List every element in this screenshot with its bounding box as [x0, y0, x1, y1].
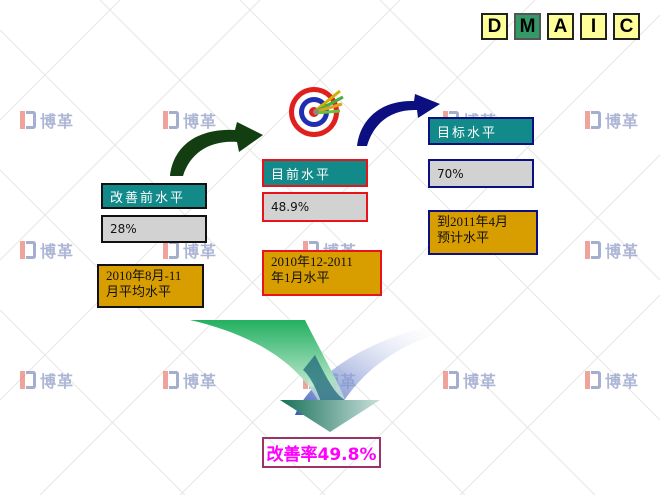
target-value: 70%	[428, 159, 534, 188]
phase-i: I	[580, 13, 607, 40]
before-value: 28%	[101, 215, 207, 243]
watermark: 博革	[585, 238, 639, 262]
curved-arrow-navy-icon	[357, 94, 440, 146]
target-period: 到2011年4月 预计水平	[428, 210, 538, 255]
watermark: 博革	[443, 368, 497, 392]
phase-a: A	[547, 13, 574, 40]
watermark: 博革	[163, 368, 217, 392]
watermark: 博革	[20, 238, 74, 262]
watermark: 博革	[20, 108, 74, 132]
watermark: 博革	[585, 108, 639, 132]
bullseye-target-icon	[289, 87, 344, 137]
dmaic-phase-bar: D M A I C	[481, 13, 640, 40]
phase-m-active: M	[514, 13, 541, 40]
watermark: 博革	[20, 368, 74, 392]
target-label: 目标水平	[428, 117, 534, 145]
phase-c: C	[613, 13, 640, 40]
watermark: 博革	[585, 368, 639, 392]
watermark: 博革	[163, 108, 217, 132]
converging-arrow-icon	[190, 320, 440, 432]
curved-arrow-green-icon	[170, 122, 263, 176]
improvement-rate-result: 改善率49.8%	[262, 437, 381, 468]
before-period: 2010年8月-11 月平均水平	[97, 264, 204, 308]
before-label: 改善前水平	[101, 183, 207, 209]
current-value: 48.9%	[262, 192, 368, 222]
current-label: 目前水平	[262, 159, 368, 187]
current-period: 2010年12-2011 年1月水平	[262, 250, 382, 296]
phase-d: D	[481, 13, 508, 40]
